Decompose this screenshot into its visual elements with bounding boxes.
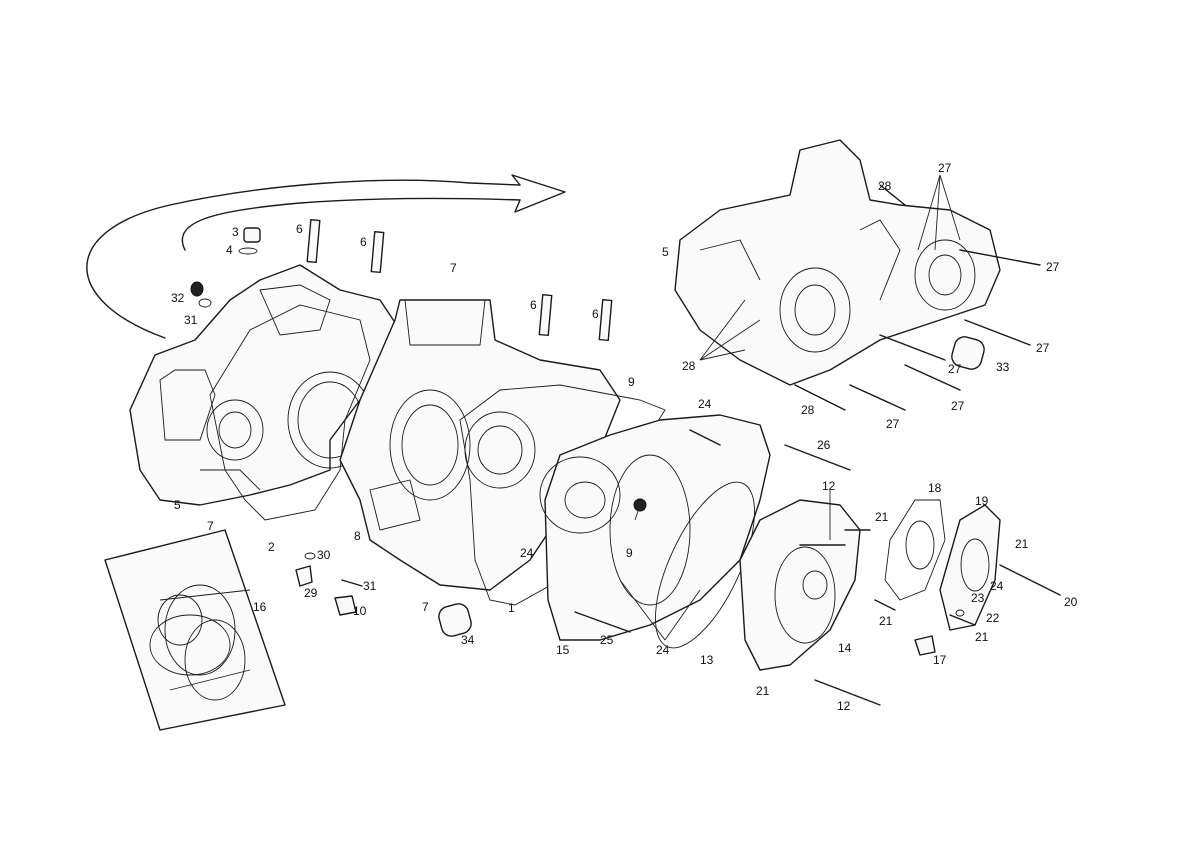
callout-29: 29 bbox=[304, 586, 318, 600]
callout-20: 20 bbox=[1064, 595, 1078, 609]
callout-5-right: 5 bbox=[662, 245, 669, 259]
callout-25: 25 bbox=[600, 633, 614, 647]
callout-6-a: 6 bbox=[296, 222, 303, 236]
gasket-2 bbox=[209, 304, 371, 521]
callout-6-c: 6 bbox=[530, 298, 537, 312]
callout-33: 33 bbox=[996, 360, 1010, 374]
callout-26: 26 bbox=[817, 438, 831, 452]
callout-19: 19 bbox=[975, 494, 989, 508]
callout-34: 34 bbox=[461, 633, 475, 647]
callout-27-a: 27 bbox=[938, 161, 952, 175]
callout-28-c: 28 bbox=[801, 403, 815, 417]
callout-28-a: 28 bbox=[878, 179, 892, 193]
callout-1: 1 bbox=[508, 601, 515, 615]
callout-31-bottom: 31 bbox=[363, 579, 377, 593]
callout-24-c: 24 bbox=[656, 643, 670, 657]
callout-7-top: 7 bbox=[450, 261, 457, 275]
callout-30: 30 bbox=[317, 548, 331, 562]
leader-lines bbox=[619, 174, 961, 641]
gasket-kit bbox=[104, 529, 286, 731]
callout-21-d: 21 bbox=[975, 630, 989, 644]
gasket-18 bbox=[884, 499, 946, 601]
callout-9-top: 9 bbox=[628, 375, 635, 389]
callout-17: 17 bbox=[933, 653, 947, 667]
callout-6-b: 6 bbox=[360, 235, 367, 249]
callout-21-e: 21 bbox=[756, 684, 770, 698]
callout-9-mid: 9 bbox=[626, 546, 633, 560]
callout-16: 16 bbox=[253, 600, 267, 614]
callout-5-left: 5 bbox=[174, 498, 181, 512]
callout-6-d: 6 bbox=[592, 307, 599, 321]
callout-21-b: 21 bbox=[1015, 537, 1029, 551]
small-parts bbox=[190, 227, 985, 656]
callout-7-left: 7 bbox=[207, 519, 214, 533]
callout-23: 23 bbox=[971, 591, 985, 605]
callout-18: 18 bbox=[928, 481, 942, 495]
callout-24-a: 24 bbox=[698, 397, 712, 411]
callout-4: 4 bbox=[226, 243, 233, 257]
callout-3: 3 bbox=[232, 225, 239, 239]
callout-22: 22 bbox=[986, 611, 1000, 625]
callout-8: 8 bbox=[354, 529, 361, 543]
callout-27-f: 27 bbox=[886, 417, 900, 431]
callout-14: 14 bbox=[838, 641, 852, 655]
gasket-13 bbox=[655, 481, 755, 649]
bolts bbox=[574, 184, 1061, 706]
ignition-cover bbox=[739, 499, 861, 671]
callout-27-d: 27 bbox=[948, 362, 962, 376]
rotation-arrow bbox=[86, 174, 566, 339]
callout-12-top: 12 bbox=[822, 479, 836, 493]
callout-32: 32 bbox=[171, 291, 185, 305]
callout-31-left: 31 bbox=[184, 313, 198, 327]
callout-2: 2 bbox=[268, 540, 275, 554]
clutch-cover bbox=[539, 414, 771, 641]
callout-21-a: 21 bbox=[875, 510, 889, 524]
cylinder-studs bbox=[306, 219, 613, 342]
callout-10: 10 bbox=[353, 604, 367, 618]
callout-21-c: 21 bbox=[879, 614, 893, 628]
callout-7-bottom: 7 bbox=[422, 600, 429, 614]
callout-27-e: 27 bbox=[951, 399, 965, 413]
callout-27-b: 27 bbox=[1046, 260, 1060, 274]
callout-28-b: 28 bbox=[682, 359, 696, 373]
water-pump-cover bbox=[939, 504, 1001, 631]
callout-27-c: 27 bbox=[1036, 341, 1050, 355]
assembled-crankcase bbox=[674, 139, 1001, 386]
callout-labels: 1 2 3 4 5 5 6 6 6 6 7 7 7 8 9 9 10 12 12… bbox=[171, 161, 1078, 713]
callout-24-b: 24 bbox=[520, 546, 534, 560]
callout-24-d: 24 bbox=[990, 579, 1004, 593]
callout-12-bottom: 12 bbox=[837, 699, 851, 713]
callout-15: 15 bbox=[556, 643, 570, 657]
callout-13: 13 bbox=[700, 653, 714, 667]
